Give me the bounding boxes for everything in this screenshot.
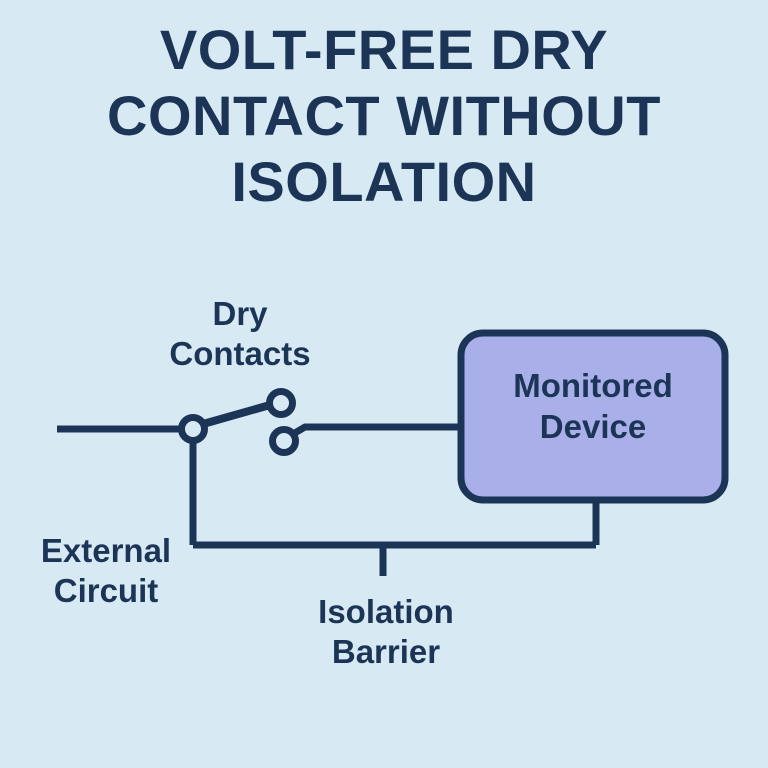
device-input-lead bbox=[286, 423, 461, 441]
title-line-3: Isolation bbox=[231, 150, 537, 213]
label-external-circuit: External Circuit bbox=[40, 532, 172, 610]
switch-upper-contact bbox=[266, 388, 296, 418]
switch-blade bbox=[192, 399, 281, 430]
label-dry-contacts: Dry Contacts bbox=[169, 295, 311, 373]
title-line-2: Contact Without bbox=[107, 84, 661, 147]
switch-lower-contact bbox=[269, 426, 299, 456]
switch-pivot-terminal bbox=[178, 414, 208, 444]
monitored-device-label: Monitored Device bbox=[513, 367, 673, 446]
title-line-1: Volt-Free Dry bbox=[159, 18, 609, 81]
page-title: Volt-Free Dry Contact Without Isolation bbox=[0, 22, 768, 210]
label-isolation-barrier: Isolation Barrier bbox=[318, 593, 454, 671]
